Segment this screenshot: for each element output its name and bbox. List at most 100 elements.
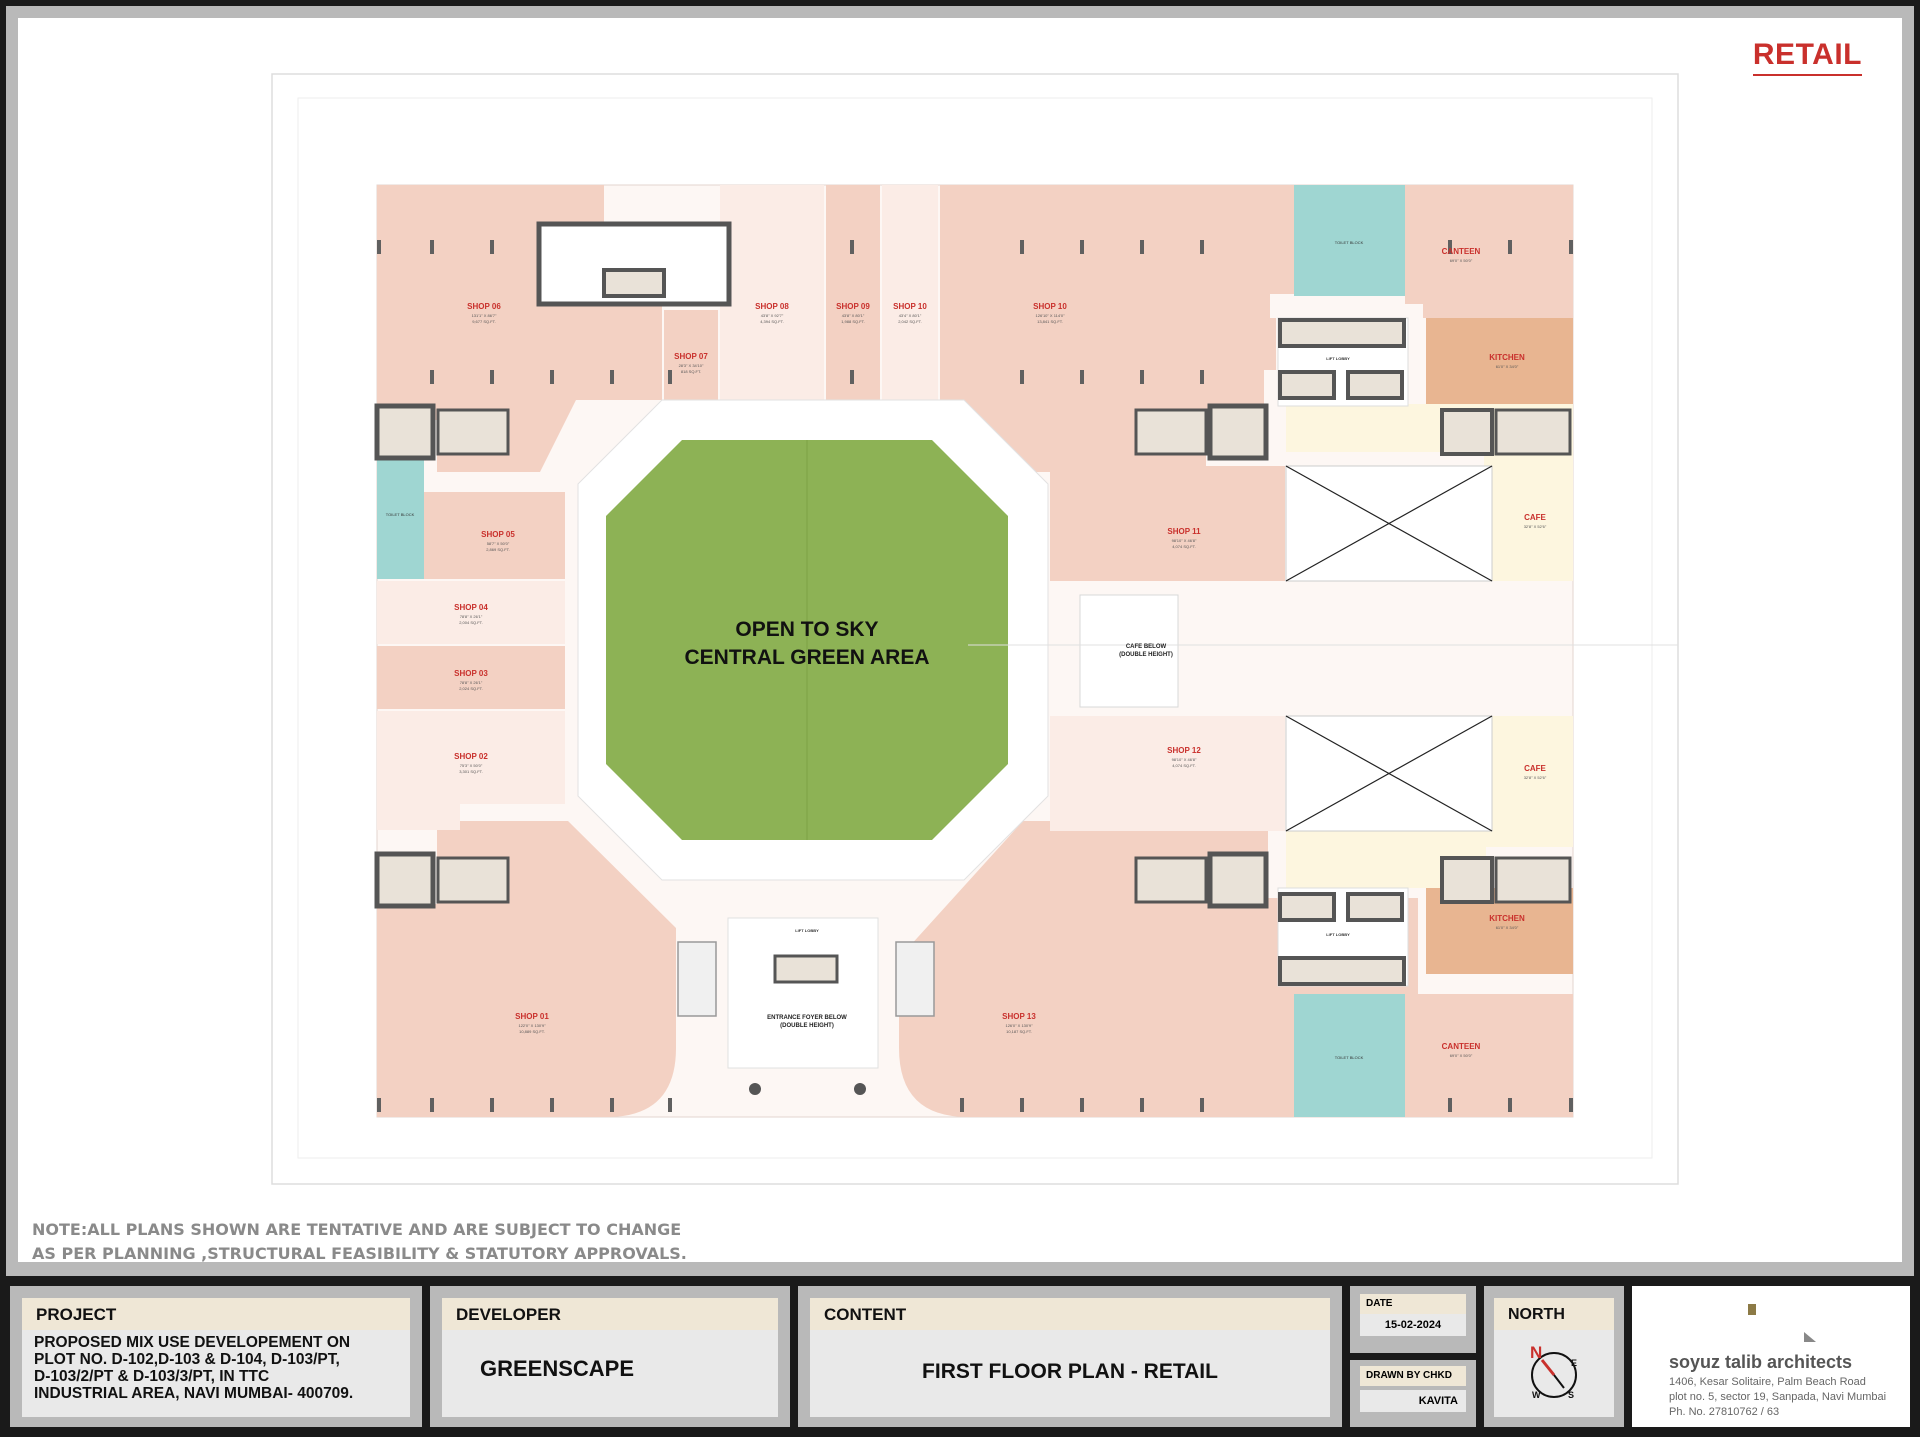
lift-bottom-right-c bbox=[1278, 956, 1406, 986]
room-name: CANTEEN bbox=[1442, 247, 1481, 256]
stair-tr bbox=[1134, 408, 1208, 456]
column bbox=[1448, 240, 1452, 254]
room-name: SHOP 11 bbox=[1167, 527, 1201, 536]
drawing-paper: RETAIL bbox=[18, 18, 1902, 1263]
column bbox=[1200, 370, 1204, 384]
room-name: SHOP 04 bbox=[454, 603, 488, 612]
room-dim: 43'4" X 80'1" bbox=[899, 313, 922, 318]
room-name: SHOP 12 bbox=[1167, 746, 1201, 755]
toilet-block-top bbox=[1294, 185, 1405, 296]
room-name: SHOP 09 bbox=[836, 302, 870, 311]
toilet-label-bottom: TOILET BLOCK bbox=[1335, 1055, 1364, 1060]
shop-08-area bbox=[720, 185, 824, 400]
shop-02-area bbox=[377, 711, 565, 830]
compass-w: W bbox=[1532, 1390, 1541, 1400]
compass-ring bbox=[1531, 1352, 1577, 1398]
room-area: 2,004 SQ.FT. bbox=[459, 620, 483, 625]
compass: N E W S bbox=[1530, 1343, 1577, 1400]
drawn-value: KAVITA bbox=[1360, 1390, 1466, 1412]
room-area: 4,394 SQ.FT. bbox=[760, 319, 784, 324]
site-boundary bbox=[271, 73, 1679, 1185]
room-label-shop05: SHOP 05 58'7" X 50'0" 2,869 SQ.FT. bbox=[481, 530, 515, 552]
shop-10-area bbox=[940, 185, 1294, 472]
shop-05-area bbox=[424, 492, 565, 579]
service-core-rb bbox=[1440, 856, 1494, 904]
room-dim: 131'1" X 86'7" bbox=[472, 313, 497, 318]
column bbox=[668, 1098, 672, 1112]
column bbox=[430, 240, 434, 254]
room-dim: 78'8" X 26'1" bbox=[460, 614, 483, 619]
shop-07-area bbox=[664, 310, 718, 400]
content-heading: CONTENT bbox=[810, 1298, 1330, 1330]
column bbox=[668, 370, 672, 384]
stair-bl bbox=[436, 856, 510, 904]
room-name: KITCHEN bbox=[1489, 353, 1525, 362]
column bbox=[490, 370, 494, 384]
column bbox=[1080, 370, 1084, 384]
room-dim: 75'3" X 50'0" bbox=[460, 763, 483, 768]
room-label-canteen-bottom: CANTEEN 69'0" X 50'0" bbox=[1442, 1042, 1481, 1058]
shop-09-area bbox=[826, 185, 880, 400]
room-area: 2,024 SQ.FT. bbox=[459, 686, 483, 691]
room-label-shop09: SHOP 09 43'8" X 80'1" 1,988 SQ.FT. bbox=[836, 302, 870, 324]
date-panel: DATE 15-02-2024 bbox=[1350, 1286, 1476, 1353]
north-heading: NORTH bbox=[1494, 1298, 1614, 1330]
column bbox=[1020, 1098, 1024, 1112]
room-area: 10,889 SQ.FT. bbox=[519, 1029, 545, 1034]
room-dim: 69'0" X 50'0" bbox=[1450, 258, 1473, 263]
room-name: CAFE bbox=[1524, 513, 1546, 522]
room-label-shop11: SHOP 11 98'10" X 46'8" 4,074 SQ.FT. bbox=[1167, 527, 1201, 549]
room-label-cafe-top: CAFE 32'8" X 52'6" bbox=[1524, 513, 1547, 529]
kitchen-top-area bbox=[1426, 318, 1573, 404]
column bbox=[1020, 240, 1024, 254]
compass-e: E bbox=[1571, 1358, 1577, 1368]
logo-mark-square bbox=[1748, 1304, 1756, 1315]
north-body: N E W S bbox=[1494, 1330, 1614, 1417]
room-label-shop01: SHOP 01 122'0" X 130'9" 10,889 SQ.FT. bbox=[515, 1012, 549, 1034]
room-name: SHOP 08 bbox=[755, 302, 789, 311]
project-line-2: PLOT NO. D-102,D-103 & D-104, D-103/PT, bbox=[34, 1351, 340, 1368]
stair-tl bbox=[436, 408, 510, 456]
toilet-block-left bbox=[377, 450, 424, 579]
room-name: SHOP 07 bbox=[674, 352, 708, 361]
cafe-below-label-1: CAFE BELOW bbox=[1126, 644, 1167, 650]
date-value: 15-02-2024 bbox=[1360, 1314, 1466, 1336]
column bbox=[377, 240, 381, 254]
project-line-3: D-103/2/PT & D-103/3/PT, IN TTC bbox=[34, 1368, 270, 1385]
title-block: PROJECT PROPOSED MIX USE DEVELOPEMENT ON… bbox=[6, 1282, 1914, 1431]
column bbox=[430, 1098, 434, 1112]
architect-address-1: 1406, Kesar Solitaire, Palm Beach Road bbox=[1669, 1376, 1866, 1388]
service-core-rt bbox=[1440, 408, 1494, 456]
developer-body: GREENSCAPE bbox=[442, 1330, 778, 1417]
room-area: 2,869 SQ.FT. bbox=[486, 547, 510, 552]
column bbox=[1140, 370, 1144, 384]
room-label-shop13: SHOP 13 126'0" X 130'9" 10,187 SQ.FT. bbox=[1002, 1012, 1036, 1034]
drawn-panel: DRAWN BY CHKD BY KAVITA bbox=[1350, 1360, 1476, 1427]
room-label-shop10-small: SHOP 10 43'4" X 80'1" 2,042 SQ.FT. bbox=[893, 302, 927, 324]
project-line-1: PROPOSED MIX USE DEVELOPEMENT ON bbox=[34, 1334, 351, 1351]
cafe-below-label-2: (DOUBLE HEIGHT) bbox=[1119, 652, 1173, 658]
room-label-shop03: SHOP 03 78'8" X 26'1" 2,024 SQ.FT. bbox=[454, 669, 488, 691]
shop-10-small-area bbox=[882, 185, 938, 400]
column-round-1 bbox=[749, 1083, 761, 1095]
structural-columns bbox=[377, 240, 1573, 1112]
column bbox=[377, 1098, 381, 1112]
shop-11-area bbox=[1050, 466, 1285, 581]
lift-top-right-c bbox=[1346, 370, 1404, 400]
stair-br bbox=[1134, 856, 1208, 904]
room-dim: 126'0" X 130'9" bbox=[1005, 1023, 1033, 1028]
room-name: SHOP 01 bbox=[515, 1012, 549, 1021]
column bbox=[1508, 1098, 1512, 1112]
service-core-br bbox=[1207, 851, 1269, 909]
room-dim: 61'0" X 34'0" bbox=[1496, 364, 1519, 369]
column bbox=[1080, 240, 1084, 254]
toilet-label-top: TOILET BLOCK bbox=[1335, 240, 1364, 245]
architect-logo: soyuz talib architects 1406, Kesar Solit… bbox=[1669, 1304, 1886, 1418]
column bbox=[1020, 370, 1024, 384]
room-area: 4,074 SQ.FT. bbox=[1172, 544, 1196, 549]
room-dim: 28'3" X 34'10" bbox=[679, 363, 704, 368]
lift-lobby-label-bottom: LIFT LOBBY bbox=[1326, 932, 1350, 937]
room-dim: 126'10" X 114'0" bbox=[1036, 313, 1066, 318]
project-line-4: INDUSTRIAL AREA, NAVI MUMBAI- 400709. bbox=[34, 1385, 354, 1402]
lift-lobby-label-top: LIFT LOBBY bbox=[1326, 356, 1350, 361]
